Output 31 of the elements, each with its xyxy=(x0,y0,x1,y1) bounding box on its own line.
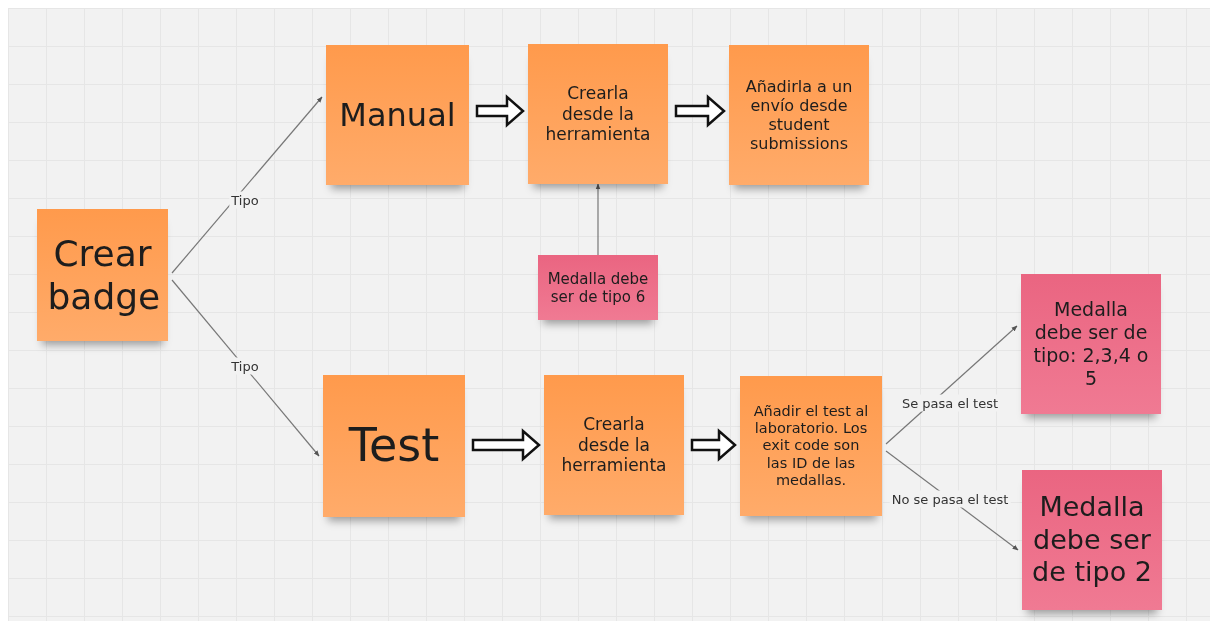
note-text: Crear badge xyxy=(47,231,158,319)
sticky-note xyxy=(326,45,469,185)
note-text: Crearla desde la herramienta xyxy=(561,414,667,476)
sticky-note xyxy=(538,255,658,320)
note-text: Medalla debe ser de tipo 2 xyxy=(1031,491,1153,589)
sticky-note xyxy=(544,375,684,515)
sticky-note xyxy=(1022,470,1162,610)
edge-label: Se pasa el test xyxy=(899,394,1001,412)
edge-label: Tipo xyxy=(229,191,261,209)
note-text: Crearla desde la herramienta xyxy=(545,83,651,145)
note-text: Añadirla a un envío desde student submissions xyxy=(744,76,854,154)
arrow xyxy=(171,96,323,274)
sticky-note xyxy=(729,45,869,185)
edge-label: Tipo xyxy=(229,357,261,375)
sticky-note xyxy=(1021,274,1161,414)
sticky-note xyxy=(323,375,465,517)
block-arrow xyxy=(471,428,541,462)
block-arrow xyxy=(674,94,726,128)
sticky-note xyxy=(740,376,882,516)
block-arrow xyxy=(690,428,737,462)
note-text: Añadir el test al laboratorio. Los exit code son las ID de las medallas. xyxy=(753,402,869,490)
note-text: Medalla debe ser de tipo: 2,3,4 o 5 xyxy=(1032,298,1150,390)
block-arrow xyxy=(475,94,525,128)
arrow xyxy=(595,183,601,256)
arrow xyxy=(171,279,320,457)
edge-label: No se pasa el test xyxy=(889,490,1011,508)
sticky-note xyxy=(37,209,168,341)
note-text: Manual xyxy=(339,95,456,135)
note-text: Test xyxy=(348,418,440,474)
note-text: Medalla debe ser de tipo 6 xyxy=(546,269,650,306)
sticky-note xyxy=(528,44,668,184)
